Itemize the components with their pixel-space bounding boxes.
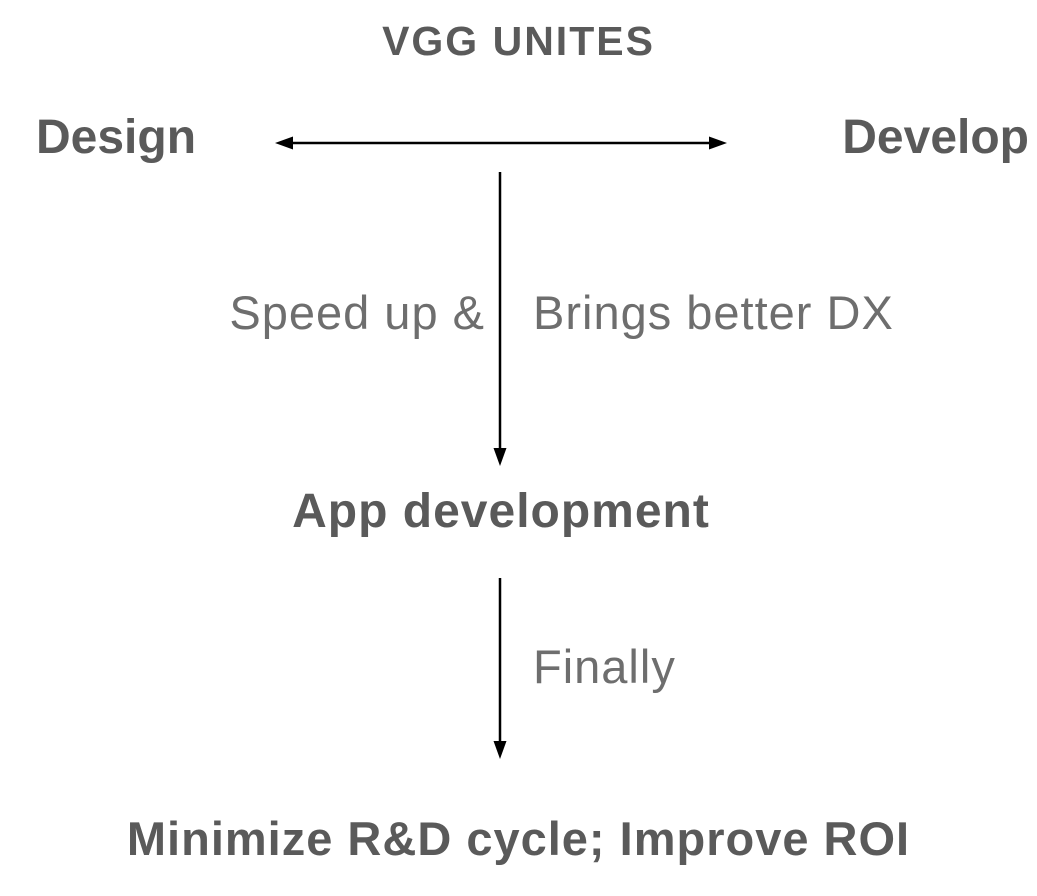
design-develop-double-arrow <box>275 136 727 150</box>
node-design: Design <box>36 111 197 164</box>
edge-label-brings-better-dx: Brings better DX <box>533 286 894 339</box>
edge-label-finally: Finally <box>533 640 676 693</box>
arrowhead-right-icon <box>709 136 727 150</box>
edge-label-speed-up: Speed up & <box>229 286 485 339</box>
arrowhead-down-icon <box>493 448 507 466</box>
arrowhead-down-icon <box>493 741 507 759</box>
diagram-title: VGG UNITES <box>382 18 655 64</box>
node-app-development: App development <box>292 485 710 538</box>
arrow-to-outcome <box>493 578 507 759</box>
node-outcome: Minimize R&D cycle; Improve ROI <box>126 812 911 865</box>
arrowhead-left-icon <box>275 136 293 150</box>
arrow-to-app-development <box>493 172 507 466</box>
node-develop: Develop <box>842 111 1029 164</box>
